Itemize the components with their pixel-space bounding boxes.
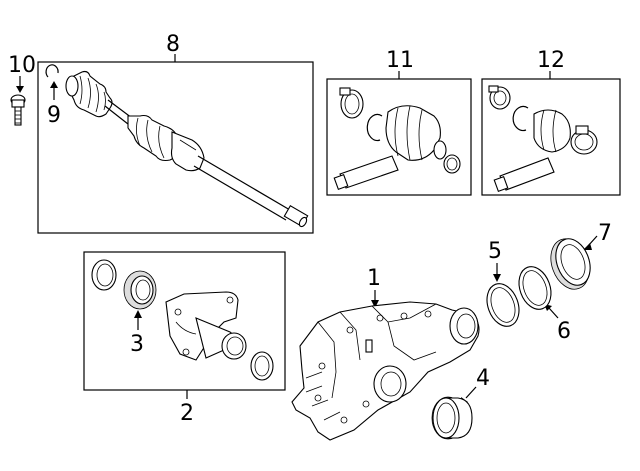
callout-6: 6 bbox=[557, 319, 571, 344]
callout-7: 7 bbox=[598, 221, 612, 246]
bolt-part bbox=[10, 94, 26, 126]
arrowhead-3 bbox=[134, 310, 142, 318]
callout-4: 4 bbox=[476, 366, 490, 391]
leader-6 bbox=[548, 307, 559, 319]
seal-ring-left-part bbox=[91, 259, 117, 291]
differential-part bbox=[291, 301, 480, 441]
callout-9: 9 bbox=[47, 103, 61, 128]
seal-part-3 bbox=[123, 270, 157, 310]
o-ring-part bbox=[250, 351, 274, 381]
ring-part-6 bbox=[518, 266, 552, 310]
group-box-2 bbox=[83, 251, 286, 391]
arrowhead-10 bbox=[16, 86, 24, 93]
callout-10: 10 bbox=[8, 53, 36, 78]
leader-4 bbox=[465, 386, 477, 399]
clip-ring-part bbox=[45, 64, 59, 78]
arrowhead-1 bbox=[371, 300, 379, 308]
callout-3: 3 bbox=[130, 332, 144, 357]
inner-boot-kit-part bbox=[488, 85, 598, 193]
arrowhead-9 bbox=[50, 81, 58, 88]
callout-5: 5 bbox=[488, 239, 502, 264]
axle-housing-part bbox=[165, 291, 247, 361]
arrowhead-5 bbox=[493, 274, 501, 282]
outer-boot-kit-part bbox=[333, 87, 461, 191]
callout-2: 2 bbox=[180, 401, 194, 426]
callout-12: 12 bbox=[537, 48, 565, 73]
callout-1: 1 bbox=[367, 266, 381, 291]
callout-11: 11 bbox=[386, 48, 414, 73]
callout-8: 8 bbox=[166, 32, 180, 57]
axle-shaft-part bbox=[65, 70, 309, 228]
arrowhead-7 bbox=[583, 243, 592, 250]
group-box-12 bbox=[481, 78, 621, 196]
ring-part-5 bbox=[486, 283, 520, 327]
cover-plate-part-7 bbox=[550, 238, 591, 290]
seal-part-4 bbox=[431, 396, 473, 440]
